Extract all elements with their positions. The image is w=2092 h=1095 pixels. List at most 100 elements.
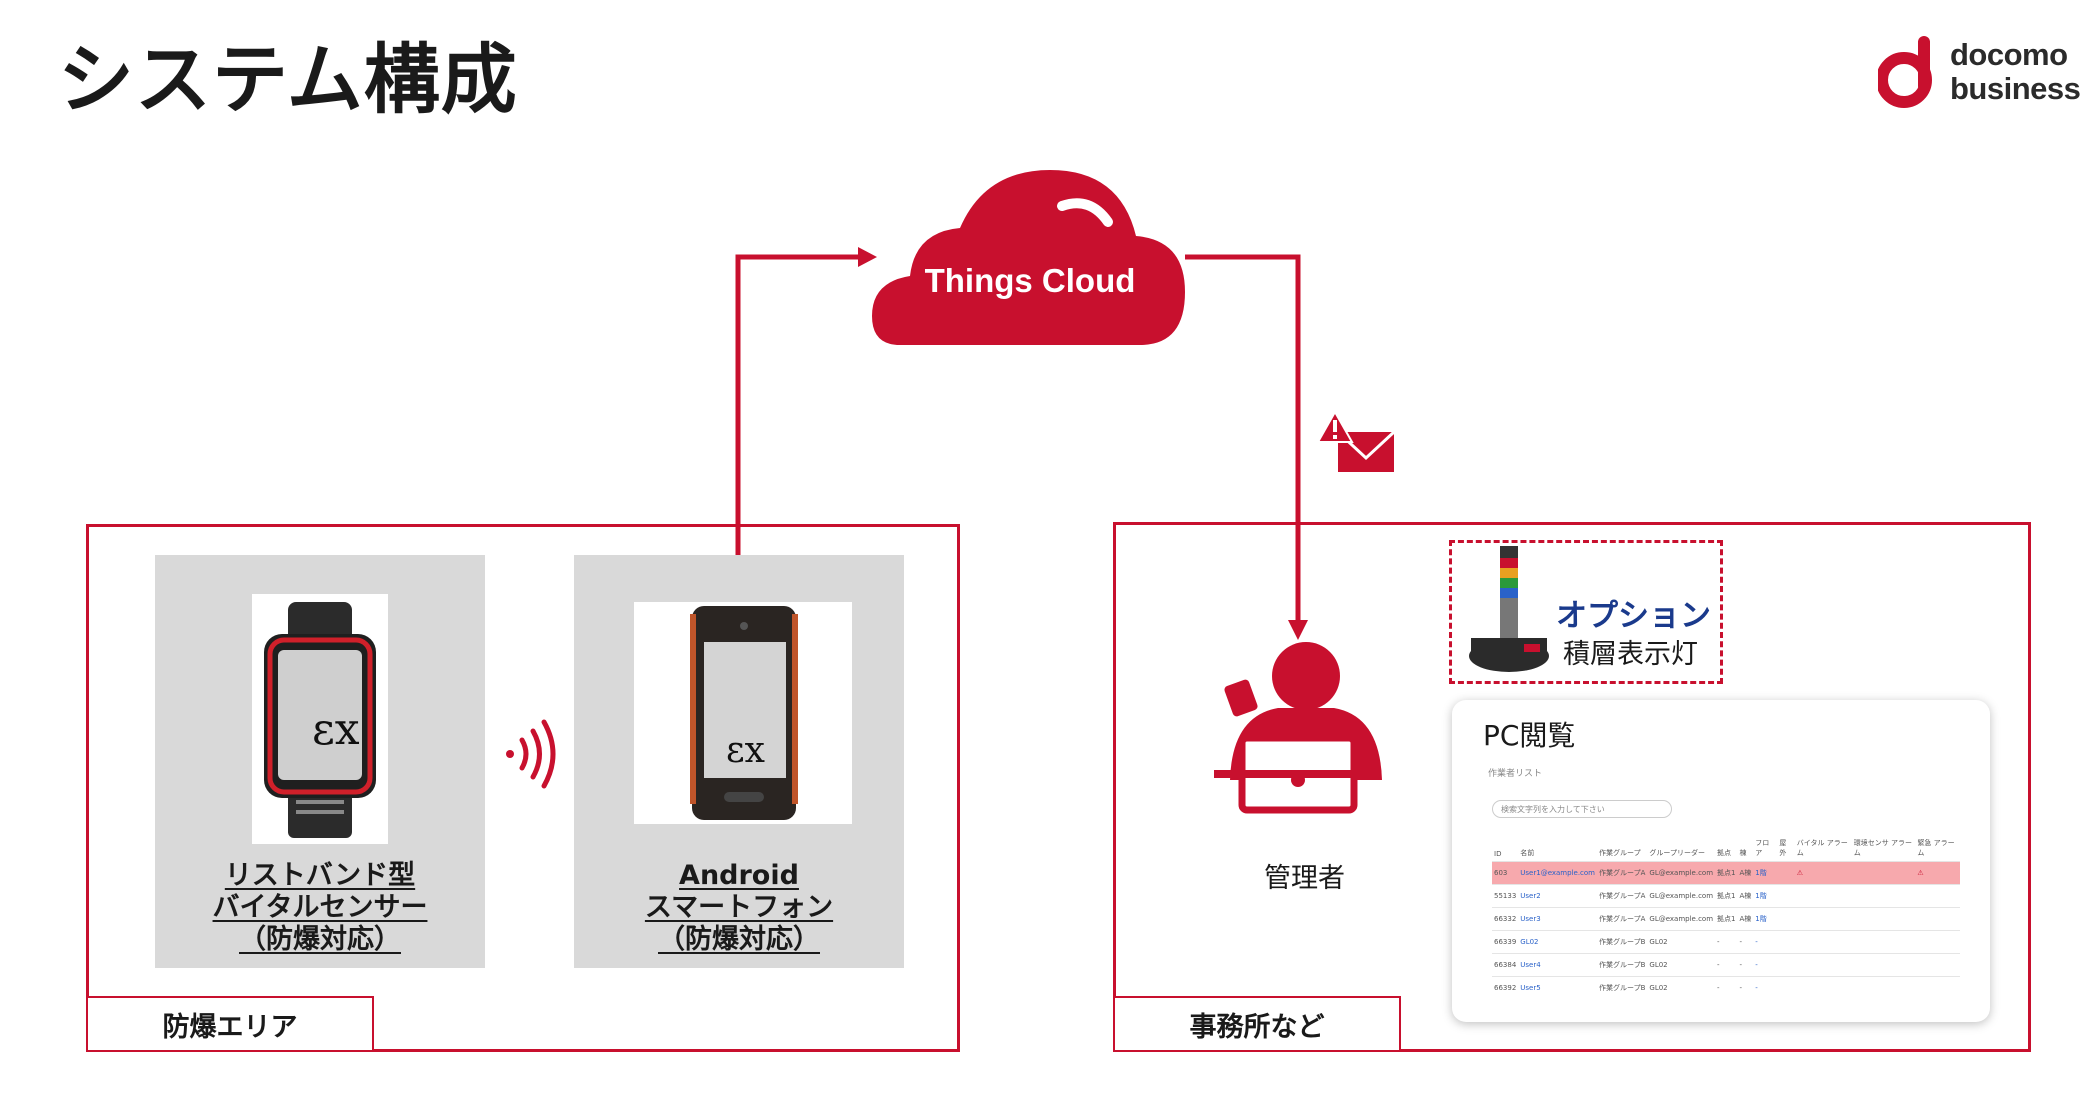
smartphone-photo: εx	[634, 602, 852, 824]
table-cell[interactable]: User3	[1518, 907, 1597, 931]
notify-arrow-head	[1288, 620, 1308, 640]
column-header: ID	[1494, 850, 1502, 858]
table-cell: ⚠	[1915, 861, 1960, 885]
device-label-wristband: リストバンド型 バイタルセンサー （防爆対応）	[155, 860, 485, 956]
table-cell: -	[1737, 953, 1754, 977]
svg-text:εx: εx	[726, 730, 765, 771]
table-cell: -	[1715, 930, 1738, 954]
table-cell	[1915, 976, 1960, 999]
option-title: オプション	[1556, 598, 1711, 634]
docomo-business-logo: docomo business	[1876, 34, 2081, 112]
column-header: 屋外	[1779, 839, 1787, 857]
table-cell	[1777, 861, 1795, 885]
table-cell: 作業グループB	[1597, 976, 1648, 999]
table-cell	[1794, 884, 1852, 908]
column-header: 棟	[1739, 849, 1747, 857]
table-cell: GL@example.com	[1647, 907, 1716, 931]
administrator-icon	[1214, 642, 1382, 814]
table-cell: 作業グループA	[1597, 884, 1648, 908]
table-header-row: ID 名前 作業グループ グループリーダー 拠点 棟 フロア 屋外 バイタル ア…	[1492, 832, 1960, 862]
pc-view-title: PC閲覧	[1483, 719, 1576, 752]
table-cell[interactable]: User5	[1518, 976, 1597, 999]
table-cell	[1851, 976, 1916, 999]
table-cell: 66339	[1492, 930, 1519, 954]
smartphone-icon: εx	[690, 606, 798, 820]
table-cell: 作業グループB	[1597, 930, 1648, 954]
table-cell	[1915, 907, 1960, 931]
table-cell: -	[1715, 953, 1738, 977]
table-cell: 作業グループA	[1597, 861, 1648, 885]
office-zone	[1113, 522, 2031, 1052]
uplink-arrow-line	[735, 254, 860, 556]
device-label-line: スマートフォン	[644, 892, 834, 923]
table-cell	[1794, 907, 1852, 931]
table-cell: -	[1753, 930, 1778, 954]
table-cell: 1階	[1753, 907, 1778, 931]
table-cell[interactable]: User4	[1518, 953, 1597, 977]
column-header: グループリーダー	[1649, 849, 1705, 857]
table-cell	[1777, 976, 1795, 999]
cloud-label: Things Cloud	[924, 262, 1136, 299]
table-cell: 拠点1	[1715, 907, 1738, 931]
table-cell: 1階	[1753, 861, 1778, 885]
table-cell: 1階	[1753, 884, 1778, 908]
table-cell	[1915, 884, 1960, 908]
device-label-line: Android	[679, 860, 799, 891]
option-box	[1449, 540, 1723, 684]
table-cell: -	[1753, 976, 1778, 999]
table-cell[interactable]: User1@example.com	[1518, 861, 1597, 885]
uplink-arrow-head	[858, 247, 877, 267]
column-header: バイタル アラーム	[1796, 839, 1848, 857]
table-cell: 66392	[1492, 976, 1519, 999]
pc-table-caption: 作業者リスト	[1488, 769, 1543, 779]
wireless-signal-icon	[506, 719, 556, 789]
signal-tower-icon	[1469, 546, 1549, 672]
column-header: 拠点	[1717, 849, 1732, 857]
column-header: フロア	[1755, 839, 1770, 857]
table-cell	[1777, 884, 1795, 908]
table-cell	[1851, 907, 1916, 931]
docomo-d-icon	[1876, 36, 1932, 108]
worker-table: ID 名前 作業グループ グループリーダー 拠点 棟 フロア 屋外 バイタル ア…	[1492, 832, 1960, 999]
zone-tag-explosion-proof: 防爆エリア	[88, 996, 374, 1050]
logo-line2: business	[1950, 71, 2081, 106]
option-subtitle: 積層表示灯	[1563, 639, 1698, 670]
table-cell: 66384	[1492, 953, 1519, 977]
table-cell	[1851, 861, 1916, 885]
table-cell: 作業グループB	[1597, 953, 1648, 977]
table-cell	[1777, 953, 1795, 977]
pc-search-input[interactable]: 検索文字列を入力して下さい	[1492, 800, 1672, 818]
column-header: 名前	[1520, 849, 1535, 857]
table-cell: GL@example.com	[1647, 884, 1716, 908]
page-title: システム構成	[58, 35, 518, 124]
table-cell	[1777, 907, 1795, 931]
table-cell: 拠点1	[1715, 884, 1738, 908]
device-label-line: （防爆対応）	[658, 924, 820, 955]
table-cell	[1915, 953, 1960, 977]
table-cell: A棟	[1737, 861, 1754, 885]
table-cell: 作業グループA	[1597, 907, 1648, 931]
table-cell: 拠点1	[1715, 861, 1738, 885]
table-cell: 66332	[1492, 907, 1519, 931]
alert-mail-icon	[1316, 409, 1396, 472]
column-header: 環境センサ アラーム	[1853, 839, 1913, 857]
table-cell: GL@example.com	[1647, 861, 1716, 885]
administrator-label: 管理者	[1264, 863, 1345, 894]
table-cell[interactable]: User2	[1518, 884, 1597, 908]
table-cell: 55133	[1492, 884, 1519, 908]
smartwatch-icon: εx	[264, 602, 376, 838]
zone-tag-office: 事務所など	[1115, 996, 1401, 1050]
table-cell: ⚠	[1794, 861, 1852, 885]
cloud-icon	[872, 170, 1185, 345]
table-cell: A棟	[1737, 884, 1754, 908]
svg-text:εx: εx	[312, 704, 360, 755]
column-header: 作業グループ	[1599, 849, 1641, 857]
table-cell	[1851, 884, 1916, 908]
table-cell[interactable]: GL02	[1518, 930, 1597, 954]
